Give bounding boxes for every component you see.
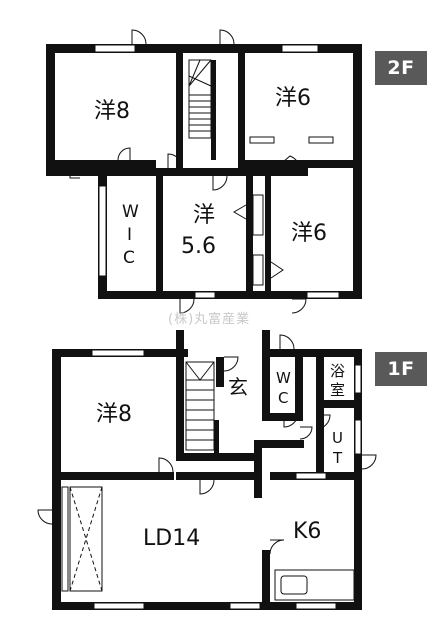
wall-2f-nw-bottom: [46, 160, 156, 168]
window-2f-1: [94, 44, 136, 53]
room-1f-wc-letter-w: W: [276, 369, 291, 387]
door-2f-1: [131, 29, 147, 45]
door-1f-4: [269, 539, 285, 555]
room-2f-wic-letter-w: W: [122, 202, 139, 222]
door-1f-1: [37, 509, 53, 525]
window-2f-3: [249, 136, 275, 144]
door-2f-10: [270, 261, 284, 279]
door-2f-9: [233, 204, 247, 220]
wall-1f-entrance-left: [176, 330, 184, 357]
door-2f-2: [219, 29, 235, 45]
room-2f-western-6-north: 洋6: [275, 86, 311, 111]
room-2f-western-8: 洋8: [94, 99, 130, 124]
wall-2f-left-upper: [46, 44, 55, 176]
wall-1f-top-right: [262, 349, 362, 357]
stairs-2f: [188, 59, 216, 160]
room-1f-living-dining: LD14: [143, 526, 200, 551]
window-2f-4: [308, 136, 334, 144]
room-1f-ut-letter-u: U: [332, 429, 343, 447]
window-1f-1: [91, 349, 145, 357]
wall-2f-step: [46, 168, 106, 176]
door-1f-10: [299, 426, 313, 440]
door-1f-5: [279, 334, 295, 350]
room-2f-western-center: 洋: [193, 203, 215, 228]
wall-1f-wc-bottom: [262, 413, 303, 421]
ld-closet: [69, 486, 103, 592]
wall-2f-right-lower: [353, 168, 362, 299]
door-2f-11: [69, 168, 80, 179]
room-2f-western-6-south: 洋6: [291, 221, 327, 246]
wall-2f-ne-west: [238, 44, 245, 168]
wall-2f-right-upper: [353, 44, 362, 168]
window-1f-8: [354, 364, 362, 394]
wall-2f-closet-east: [265, 168, 271, 299]
room-1f-wc-letter-c: C: [278, 389, 288, 407]
wall-1f-west-bottom: [52, 472, 174, 480]
room-labels-2f: 洋8 洋6 W I C 洋 5.6 洋6: [94, 86, 327, 268]
door-2f-7: [179, 298, 195, 314]
door-1f-3: [199, 479, 215, 495]
wall-1f-hall-jog-v: [254, 440, 262, 498]
wall-1f-wc-east: [295, 357, 303, 421]
wall-1f-entrance-right: [262, 330, 270, 357]
room-1f-western-8: 洋8: [96, 402, 132, 427]
room-1f-ut-letter-t: T: [332, 449, 343, 467]
wall-2f-wic-east: [156, 168, 163, 299]
window-1f-7: [354, 419, 362, 455]
door-1f-6: [283, 412, 299, 428]
wall-1f-bottom: [52, 602, 362, 610]
floor-2f: [46, 29, 362, 314]
floor-1f: [37, 330, 377, 610]
room-1f-entrance: 玄: [228, 375, 248, 399]
wall-1f-hall-jog: [254, 440, 304, 448]
window-1f-2: [61, 486, 69, 592]
door-1f-9: [223, 356, 239, 372]
room-1f-bath-2: 室: [330, 381, 345, 399]
door-1f-7: [315, 414, 331, 430]
watermark: (株)丸富産業: [168, 312, 251, 327]
room-2f-wic-letter-i: I: [127, 225, 132, 245]
window-1f-5: [295, 602, 337, 610]
room-2f-wic-letter-c: C: [123, 248, 135, 268]
door-2f-6: [212, 175, 228, 191]
door-1f-2: [158, 457, 174, 473]
window-1f-6: [295, 472, 327, 480]
floor-badge-2f: 2F: [375, 51, 427, 85]
wall-1f-bath-bottom: [316, 400, 362, 408]
wall-2f-top: [46, 44, 362, 53]
wall-1f-ut-west: [316, 357, 324, 480]
room-1f-kitchen: K6: [293, 519, 321, 544]
room-labels-1f: 洋8 玄 W C 浴 室 U T LD14 K6: [96, 362, 345, 551]
window-2f-9: [252, 254, 264, 286]
room-2f-western-center-size: 5.6: [181, 234, 216, 259]
wall-1f-entrance-divider: [216, 357, 224, 387]
door-1f-8: [361, 454, 377, 470]
kitchen-counter: [274, 569, 355, 601]
wall-1f-ld-top: [176, 472, 262, 480]
window-2f-5: [98, 185, 107, 277]
window-1f-4: [229, 602, 261, 610]
wall-2f-nw-east: [176, 44, 183, 168]
wall-1f-stairs-west: [176, 357, 184, 461]
wall-2f-ne-bottom: [238, 160, 362, 168]
stairs-1f: [185, 361, 219, 453]
wall-2f-center-east: [246, 168, 253, 299]
door-2f-4: [167, 153, 183, 169]
door-2f-8: [291, 298, 307, 314]
door-2f-5: [275, 155, 301, 169]
wall-1f-kitchen-stub: [262, 550, 270, 610]
window-2f-8: [252, 194, 264, 236]
wall-1f-stairs-bottom: [176, 453, 262, 461]
window-1f-3: [93, 602, 145, 610]
window-2f-6: [194, 291, 216, 299]
wall-2f-mid-horizontal: [98, 168, 308, 176]
wall-2f-bottom: [98, 291, 362, 299]
window-2f-7: [306, 291, 340, 299]
floor-badge-1f: 1F: [375, 352, 427, 386]
window-2f-2: [281, 44, 319, 53]
room-1f-bath-1: 浴: [330, 362, 345, 380]
door-2f-3: [117, 147, 131, 161]
wall-1f-hall-east: [262, 357, 270, 421]
